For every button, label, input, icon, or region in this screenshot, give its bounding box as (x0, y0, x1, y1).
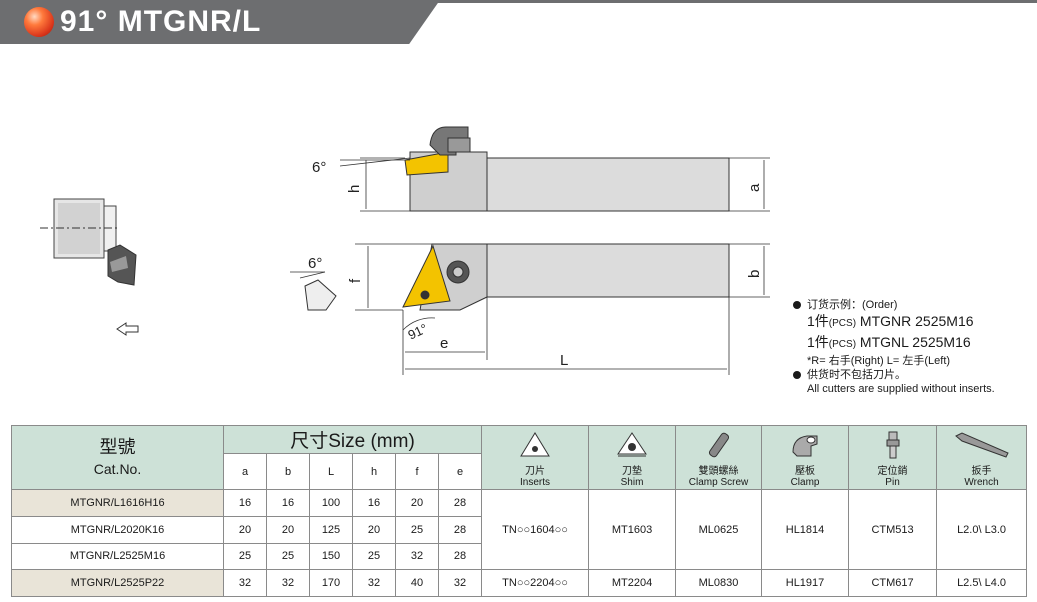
dim-f-label: f (347, 278, 364, 283)
value-cell: 20 (352, 515, 396, 544)
dim-h-header: h (352, 453, 396, 490)
cat-no-cell: MTGNR/L2020K16 (11, 515, 224, 544)
value-cell: 28 (437, 515, 483, 544)
pin-icon (886, 431, 900, 458)
cat-no-cell: MTGNR/L2525P22 (11, 569, 224, 597)
tool-front-view (304, 243, 730, 311)
table-row: MTGNR/L1616H16 16 16 100 16 20 28 TN○○16… (11, 488, 1028, 571)
order-notes: 订货示例：(Order) 1件(PCS) MTGNR 2525M16 1件(PC… (793, 298, 1033, 396)
workpiece-view (40, 198, 137, 286)
value-cell: 32 (266, 569, 310, 597)
dim-e-label: e (440, 335, 448, 352)
value-cell: 150 (309, 542, 353, 571)
wrench-cell: L2.0\ L3.0 (936, 488, 1028, 571)
dim-b-header: b (266, 453, 310, 490)
tool-top-view (339, 126, 730, 212)
value-cell: 16 (223, 489, 267, 517)
pin-cell: CTM617 (848, 569, 938, 597)
value-cell: 20 (395, 489, 439, 517)
catno-header: 型號 Cat.No. (11, 425, 224, 490)
order-title-row: 订货示例：(Order) (793, 298, 1033, 312)
value-cell: 170 (309, 569, 353, 597)
dim-h-label: h (346, 185, 363, 193)
supply-note-cn: 供货时不包括刀片。 (793, 368, 1033, 382)
wrench-icon (954, 431, 1009, 458)
value-cell: 28 (437, 489, 483, 517)
value-cell: 25 (223, 542, 267, 571)
shim-cell: MT1603 (588, 488, 677, 571)
red-ball-icon (24, 7, 54, 37)
screw-icon (708, 432, 729, 457)
value-cell: 32 (395, 542, 439, 571)
table-row: MTGNR/L2020K16 20 20 125 20 25 28 (11, 515, 1027, 544)
clamp-cell: HL1814 (761, 488, 850, 571)
insert-cell: TN○○2204○○ (481, 569, 590, 597)
dim-L-label: L (560, 352, 568, 369)
value-cell: 125 (309, 515, 353, 544)
clamp-cell: HL1917 (761, 569, 850, 597)
order-example-2: 1件(PCS) MTGNL 2525M16 (807, 334, 971, 350)
value-cell: 32 (437, 569, 483, 597)
value-cell: 16 (266, 489, 310, 517)
pin-cell: CTM513 (848, 488, 938, 571)
value-cell: 20 (266, 515, 310, 544)
shim-cell: MT2204 (588, 569, 677, 597)
supply-note-en: All cutters are supplied without inserts… (807, 383, 995, 395)
table-row: MTGNR/L2525P22 32 32 170 32 40 32 TN○○22… (11, 569, 1028, 597)
value-cell: 40 (395, 569, 439, 597)
clamp-icon (792, 435, 818, 456)
value-cell: 100 (309, 489, 353, 517)
page-title: 91° MTGNR/L (60, 5, 262, 38)
screw-cell: ML0625 (675, 488, 763, 571)
dim-a-label: a (746, 183, 763, 192)
angle-main-label: 91° (406, 321, 430, 343)
hand-note: *R= 右手(Right) L= 左手(Left) (807, 355, 951, 367)
bullet-icon (793, 301, 801, 310)
angle-top-label: 6° (312, 159, 326, 176)
dim-a-header: a (223, 453, 267, 490)
value-cell: 32 (223, 569, 267, 597)
dim-f-header: f (395, 453, 439, 490)
table-row: MTGNR/L2525M16 25 25 150 25 32 28 (11, 542, 1027, 571)
value-cell: 25 (266, 542, 310, 571)
insert-icon (520, 431, 550, 456)
wrench-cell: L2.5\ L4.0 (936, 569, 1028, 597)
value-cell: 20 (223, 515, 267, 544)
value-cell: 16 (352, 489, 396, 517)
dim-b-label: b (746, 270, 763, 278)
value-cell: 32 (352, 569, 396, 597)
size-header: 尺寸Size (mm) (222, 425, 483, 454)
header-banner (0, 0, 440, 44)
order-example-1: 1件(PCS) MTGNR 2525M16 (807, 313, 974, 329)
feed-arrow-icon (116, 322, 139, 336)
value-cell: 25 (352, 542, 396, 571)
tool-drawing: 6° h a b f 6° 91° e L (40, 126, 770, 375)
screw-cell: ML0830 (675, 569, 763, 597)
value-cell: 25 (395, 515, 439, 544)
dim-L-header: L (309, 453, 353, 490)
cat-no-cell: MTGNR/L2525M16 (11, 542, 224, 571)
value-cell: 28 (437, 542, 483, 571)
header-rule (420, 0, 1037, 3)
dim-e-header: e (437, 453, 483, 490)
shim-icon (617, 431, 647, 456)
cat-no-cell: MTGNR/L1616H16 (11, 489, 224, 517)
insert-cell: TN○○1604○○ (481, 488, 590, 571)
bullet-icon (793, 371, 801, 380)
angle-side-label: 6° (308, 255, 322, 272)
